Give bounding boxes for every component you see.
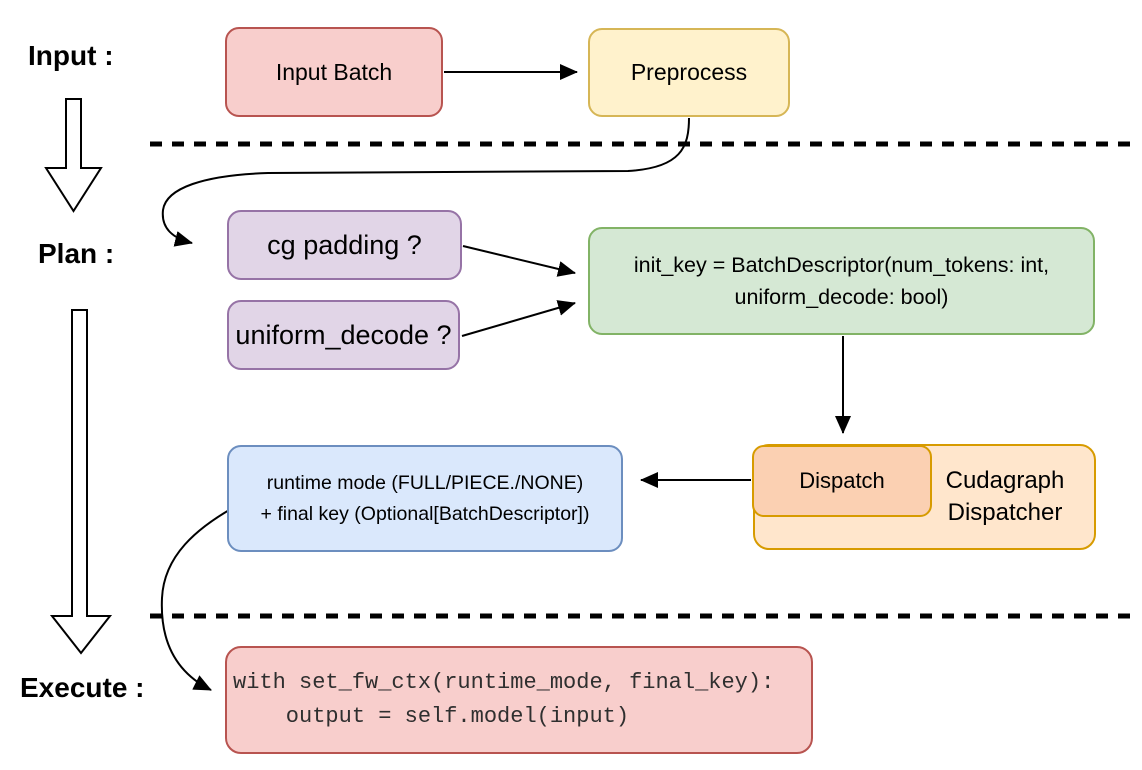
node-uniform-decode-label: uniform_decode ? <box>235 319 452 350</box>
node-preprocess: Preprocess <box>588 28 790 117</box>
node-preprocess-label: Preprocess <box>630 59 748 85</box>
node-execute-code: with set_fw_ctx(runtime_mode, final_key)… <box>225 646 813 754</box>
node-runtime-mode-result-label: runtime mode (FULL/PIECE./NONE) + final … <box>260 471 590 525</box>
stage-arrow-plan-to-execute <box>49 309 113 655</box>
edge-cgpadding-to-initkey <box>462 245 576 277</box>
stage-label-input: Input : <box>28 40 114 71</box>
node-init-key: init_key = BatchDescriptor(num_tokens: i… <box>588 227 1095 335</box>
execute-code-text: with set_fw_ctx(runtime_mode, final_key)… <box>233 670 775 729</box>
node-dispatch-label: Dispatch <box>799 468 885 493</box>
node-input-batch: Input Batch <box>225 27 443 117</box>
node-cg-padding-label: cg padding ? <box>267 229 422 260</box>
node-dispatch: Dispatch <box>752 445 932 517</box>
node-uniform-decode: uniform_decode ? <box>227 300 460 370</box>
node-init-key-label: init_key = BatchDescriptor(num_tokens: i… <box>633 253 1050 309</box>
node-input-batch-label: Input Batch <box>275 58 393 85</box>
stage-label-execute: Execute : <box>20 672 145 703</box>
edge-uniformdecode-to-initkey <box>461 300 576 337</box>
node-cg-padding: cg padding ? <box>227 210 462 280</box>
node-runtime-mode-result: runtime mode (FULL/PIECE./NONE) + final … <box>227 445 623 552</box>
node-cudagraph-dispatcher-label: Cudagraph Dispatcher <box>945 467 1065 526</box>
stage-label-plan: Plan : <box>38 238 115 269</box>
stage-arrow-input-to-plan <box>44 98 103 213</box>
flow-connectors <box>160 64 851 691</box>
